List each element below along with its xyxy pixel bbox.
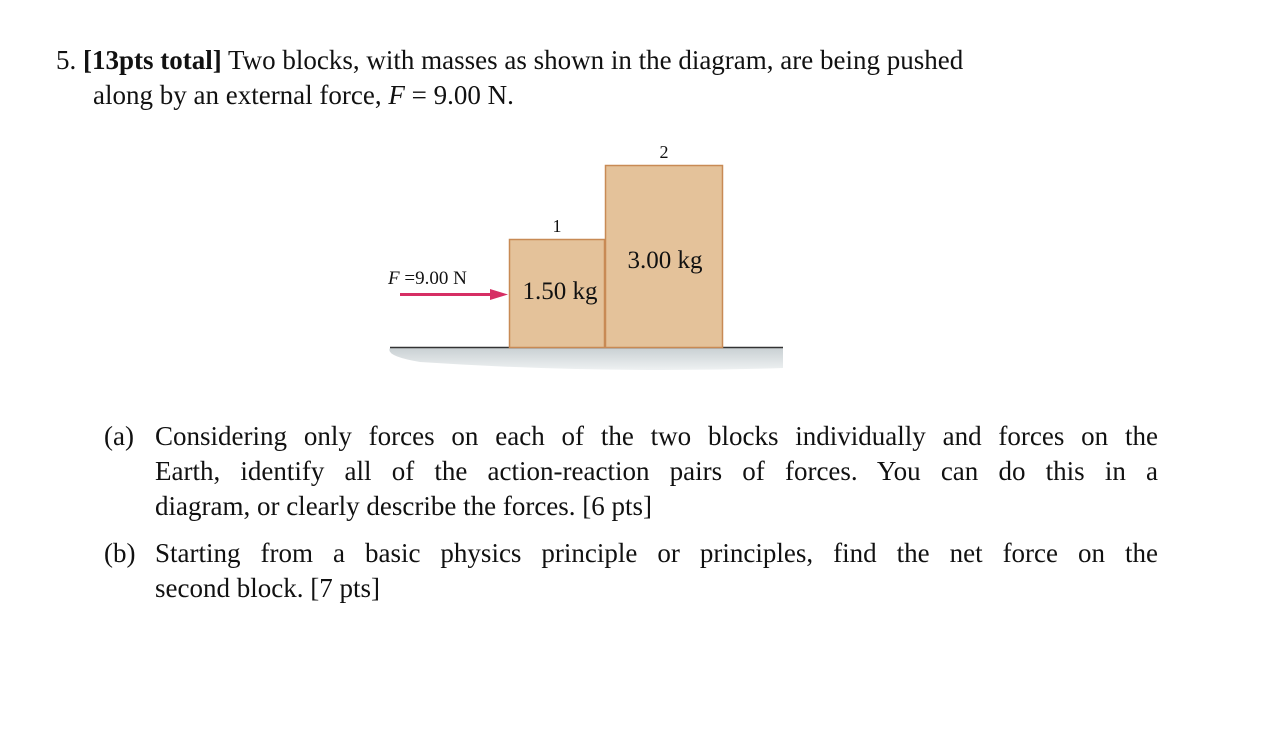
part-a-label: (a) bbox=[104, 421, 134, 451]
part-a-line1: Considering only forces on each of the t… bbox=[155, 421, 1158, 451]
text: = 9.00 N. bbox=[404, 80, 514, 110]
problem-header: 5. [13pts total] Two blocks, with masses… bbox=[56, 43, 963, 77]
force-symbol: F bbox=[388, 80, 405, 110]
block-1-number: 1 bbox=[553, 216, 562, 236]
block-1 bbox=[508, 238, 606, 349]
part-b-line2: second block. [7 pts] bbox=[155, 573, 380, 603]
block-2-mass: 3.00 kg bbox=[628, 247, 704, 274]
force-arrow-head bbox=[490, 289, 508, 300]
problem-text-line2: along by an external force, F = 9.00 N. bbox=[93, 78, 514, 112]
problem-points: [13pts total] bbox=[83, 45, 222, 75]
problem-text-line1: Two blocks, with masses as shown in the … bbox=[228, 45, 964, 75]
force-label: F =9.00 N bbox=[387, 268, 467, 289]
part-b-label: (b) bbox=[104, 538, 136, 568]
block-2-number: 2 bbox=[660, 142, 669, 162]
block-1-mass: 1.50 kg bbox=[523, 278, 599, 305]
floor-shadow bbox=[389, 348, 783, 370]
text: along by an external force, bbox=[93, 80, 389, 110]
part-b-line1: Starting from a basic physics principle … bbox=[155, 538, 1158, 568]
part-a-line2: Earth, identify all of the action-reacti… bbox=[155, 456, 1158, 486]
block-2 bbox=[604, 164, 724, 349]
problem-number: 5. bbox=[56, 45, 77, 75]
part-a-line3: diagram, or clearly describe the forces.… bbox=[155, 491, 653, 521]
